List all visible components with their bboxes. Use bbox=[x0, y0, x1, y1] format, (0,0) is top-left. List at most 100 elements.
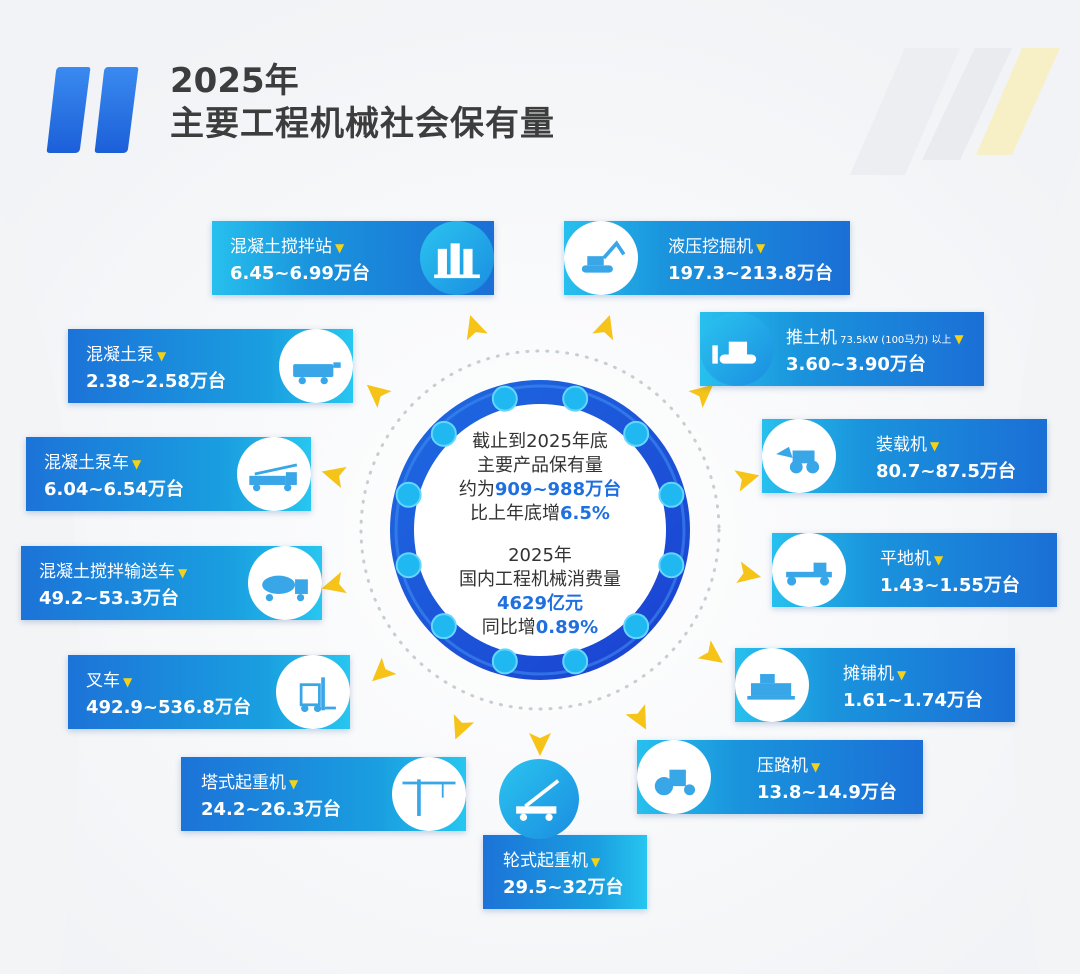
machine-name: 混凝土搅拌站▼ bbox=[230, 232, 344, 257]
machine-value: 6.45~6.99万台 bbox=[230, 263, 370, 284]
machine-name-text: 塔式起重机 bbox=[201, 773, 286, 793]
paver-icon bbox=[735, 648, 809, 722]
pump-truck-icon bbox=[237, 437, 311, 511]
total-stock-value: 909~988万台 bbox=[494, 479, 622, 500]
machine-name-text: 摊铺机 bbox=[843, 664, 894, 684]
machine-name: 叉车▼ bbox=[86, 666, 132, 691]
machine-value: 2.38~2.58万台 bbox=[86, 371, 226, 392]
machine-name: 轮式起重机▼ bbox=[503, 846, 600, 871]
concrete-pump-icon bbox=[279, 329, 353, 403]
arrow-icon bbox=[366, 384, 392, 408]
summary-line-3-pre: 约为 bbox=[458, 479, 495, 500]
triangle-down-icon: ▼ bbox=[591, 855, 601, 869]
arrow-icon bbox=[321, 466, 347, 489]
machine-name: 混凝土泵车▼ bbox=[44, 448, 141, 473]
ring-dot bbox=[430, 420, 457, 447]
triangle-down-icon: ▼ bbox=[934, 553, 944, 567]
arrow-icon bbox=[372, 657, 397, 682]
machine-name-text: 混凝土泵车 bbox=[44, 453, 129, 473]
machine-value: 24.2~26.3万台 bbox=[201, 799, 341, 820]
machine-card: 液压挖掘机▼ 197.3~213.8万台 bbox=[564, 221, 850, 295]
machine-card: 混凝土泵▼2.38~2.58万台 bbox=[68, 329, 353, 403]
tower-crane-icon bbox=[392, 757, 466, 831]
ring-dot bbox=[395, 481, 422, 508]
machine-name: 平地机▼ bbox=[880, 544, 943, 569]
center-ring bbox=[359, 349, 721, 711]
title-year: 2025年 bbox=[170, 61, 299, 101]
machine-name-text: 推土机 bbox=[786, 328, 837, 348]
machine-card: 混凝土搅拌站▼ 6.45~6.99万台 bbox=[212, 221, 494, 295]
arrow-icon bbox=[529, 733, 551, 756]
machine-value: 1.43~1.55万台 bbox=[880, 575, 1020, 596]
title-accent-icon bbox=[46, 67, 139, 153]
machine-value: 29.5~32万台 bbox=[503, 877, 624, 898]
machine-value: 3.60~3.90万台 bbox=[786, 354, 926, 375]
stock-growth-value: 6.5% bbox=[560, 503, 610, 524]
machine-name-text: 混凝土搅拌站 bbox=[230, 237, 332, 257]
summary-line-2: 主要产品保有量 bbox=[477, 455, 603, 476]
ring-dot bbox=[562, 648, 589, 675]
arrow-icon bbox=[466, 315, 488, 341]
summary-line-8-pre: 同比增 bbox=[481, 617, 536, 638]
machine-value: 80.7~87.5万台 bbox=[876, 461, 1016, 482]
ring-dot bbox=[491, 385, 518, 412]
machine-name: 摊铺机▼ bbox=[843, 659, 906, 684]
machine-card: 平地机▼ 1.43~1.55万台 bbox=[772, 533, 1057, 607]
triangle-down-icon: ▼ bbox=[123, 675, 133, 689]
machine-card: 叉车▼ 492.9~536.8万台 bbox=[68, 655, 350, 729]
ring-dot bbox=[623, 613, 650, 640]
triangle-down-icon: ▼ bbox=[930, 439, 940, 453]
arrow-icon bbox=[697, 640, 723, 663]
arrow-icon bbox=[736, 561, 762, 583]
machine-card: 塔式起重机▼ 24.2~26.3万台 bbox=[181, 757, 466, 831]
summary-line-6: 国内工程机械消费量 bbox=[459, 569, 621, 590]
center-summary: 截止到2025年底 主要产品保有量 约为909~988万台 比上年底增6.5% … bbox=[440, 430, 640, 640]
truck-crane-icon bbox=[499, 759, 579, 839]
ring-dot bbox=[658, 552, 685, 579]
machine-card: 推土机 73.5kW (100马力) 以上▼ 3.60~3.90万台 bbox=[700, 312, 984, 386]
triangle-down-icon: ▼ bbox=[335, 241, 345, 255]
ring-dot bbox=[395, 552, 422, 579]
ring-dot bbox=[430, 613, 457, 640]
machine-name: 塔式起重机▼ bbox=[201, 768, 298, 793]
arrow-icon bbox=[625, 704, 647, 730]
grader-icon bbox=[772, 533, 846, 607]
consumption-value: 4629亿元 bbox=[496, 593, 584, 614]
triangle-down-icon: ▼ bbox=[756, 241, 766, 255]
summary-line-5: 2025年 bbox=[508, 545, 572, 566]
machine-name-text: 液压挖掘机 bbox=[668, 237, 753, 257]
machine-value: 6.04~6.54万台 bbox=[44, 479, 184, 500]
machine-name: 推土机 73.5kW (100马力) 以上▼ bbox=[786, 323, 964, 348]
triangle-down-icon: ▼ bbox=[289, 777, 299, 791]
mixer-truck-icon bbox=[248, 546, 322, 620]
consumption-growth-value: 0.89% bbox=[535, 617, 599, 638]
triangle-down-icon: ▼ bbox=[132, 457, 142, 471]
summary-line-1: 截止到2025年底 bbox=[472, 431, 608, 452]
triangle-down-icon: ▼ bbox=[897, 668, 907, 682]
machine-name: 混凝土搅拌输送车▼ bbox=[39, 557, 187, 582]
machine-name-text: 轮式起重机 bbox=[503, 851, 588, 871]
machine-name-text: 平地机 bbox=[880, 549, 931, 569]
arrow-icon bbox=[592, 315, 614, 341]
ring-dot bbox=[623, 420, 650, 447]
machine-value: 1.61~1.74万台 bbox=[843, 690, 983, 711]
forklift-icon bbox=[276, 655, 350, 729]
machine-value: 197.3~213.8万台 bbox=[668, 263, 833, 284]
ring-dots bbox=[395, 385, 685, 675]
machine-name-text: 混凝土搅拌输送车 bbox=[39, 562, 175, 582]
machine-card: 混凝土泵车▼ 6.04~6.54万台 bbox=[26, 437, 311, 511]
arrow-icon bbox=[734, 470, 760, 492]
arrow-icon bbox=[688, 384, 714, 408]
machine-card: 摊铺机▼ 1.61~1.74万台 bbox=[735, 648, 1015, 722]
triangle-down-icon: ▼ bbox=[178, 566, 188, 580]
ring-dot bbox=[491, 648, 518, 675]
machine-value: 492.9~536.8万台 bbox=[86, 697, 251, 718]
machine-value: 13.8~14.9万台 bbox=[757, 782, 897, 803]
batching-plant-icon bbox=[420, 221, 494, 295]
machine-name-text: 混凝土泵 bbox=[86, 345, 154, 365]
machine-card: 压路机▼13.8~14.9万台 bbox=[637, 740, 923, 814]
page-title: 2025年 主要工程机械社会保有量 bbox=[170, 60, 555, 145]
machine-card: 装载机▼80.7~87.5万台 bbox=[762, 419, 1047, 493]
arrow-icon bbox=[453, 714, 475, 740]
